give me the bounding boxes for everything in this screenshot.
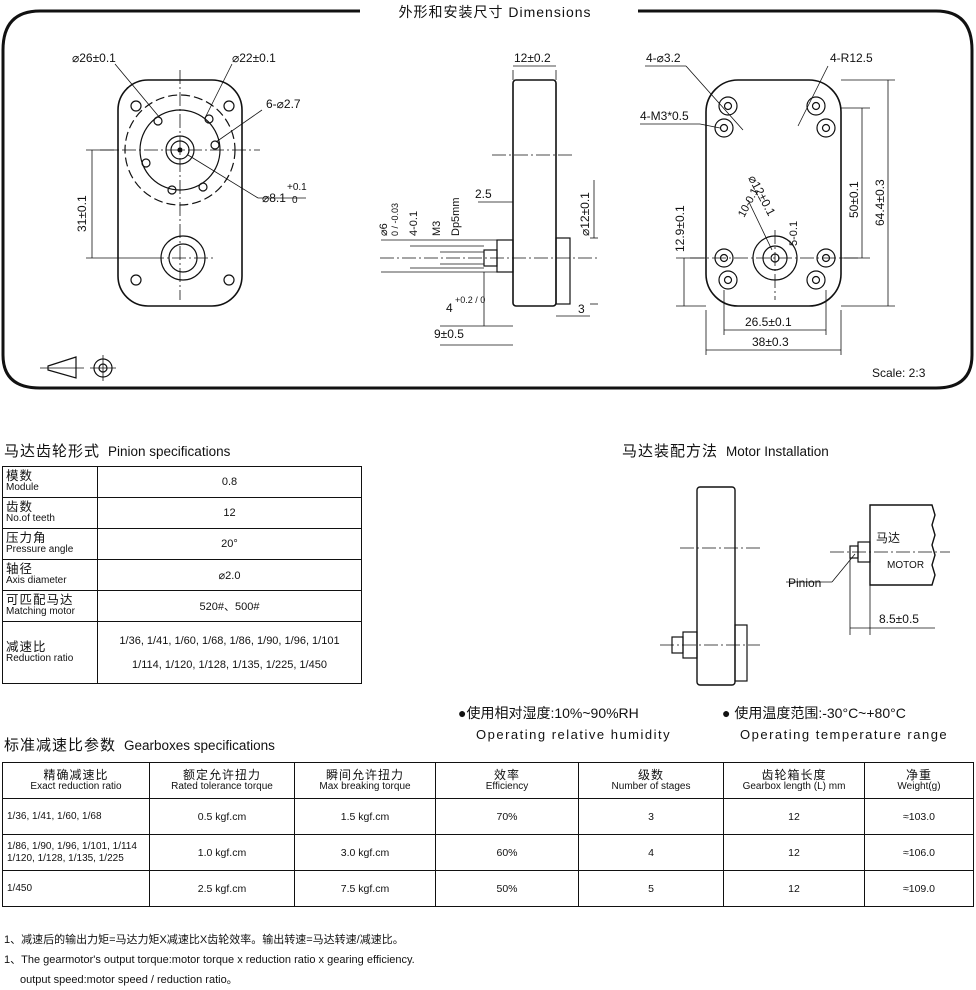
dim-l9: 9±0.5 xyxy=(434,327,464,341)
temperature-en: Operating temperature range xyxy=(740,727,949,742)
side-view xyxy=(380,65,600,346)
pinion-title: 马达齿轮形式 Pinion specifications xyxy=(4,440,230,461)
pinion-motor-value: 520#、500# xyxy=(97,590,362,622)
dim-d81-tol-low: 0 xyxy=(292,195,298,206)
dim-d22: ⌀22±0.1 xyxy=(232,51,276,65)
installation-title-en: Motor Installation xyxy=(726,444,829,459)
front-view-labels: ⌀26±0.1 ⌀22±0.1 6-⌀2.7 ⌀8.1 +0.1 0 31±0.… xyxy=(72,51,307,232)
pinion-label: Pinion xyxy=(788,576,821,590)
pinion-module-value: 0.8 xyxy=(97,466,362,498)
dim-25: 2.5 xyxy=(475,187,492,201)
gearbox-title-zh: 标准减速比参数 xyxy=(4,737,117,754)
installation-title-zh: 马达装配方法 xyxy=(622,443,719,460)
dim-h50: 50±0.1 xyxy=(847,181,861,218)
dim-d10: 10-0.1 xyxy=(736,186,761,219)
back-view-labels: 4-⌀3.2 4-M3*0.5 4-R12.5 ⌀12±0.1 10-0.1 5… xyxy=(640,51,926,380)
pinion-title-en: Pinion specifications xyxy=(108,444,231,459)
dim-shaft-d6-tol: 0 / -0.03 xyxy=(390,203,400,236)
frame-border xyxy=(1,9,974,390)
dim-d12-side: ⌀12±0.1 xyxy=(578,192,592,236)
install-dim: 8.5±0.5 xyxy=(879,612,919,626)
dim-dp5: Dp5mm xyxy=(450,197,462,236)
dim-holes4: 4-⌀3.2 xyxy=(646,51,681,65)
pinion-teeth-value: 12 xyxy=(97,497,362,529)
dim-l3: 3 xyxy=(578,302,585,316)
note-zh: 1、减速后的输出力矩=马达力矩X减速比X齿轮效率。输出转速=马达转速/减速比。 xyxy=(4,934,404,946)
back-view xyxy=(640,65,895,355)
humidity-zh: ●使用相对湿度:10%~90%RH xyxy=(458,705,639,721)
pinion-pressure-value: 20° xyxy=(97,528,362,560)
gearbox-title: 标准减速比参数 Gearboxes specifications xyxy=(4,734,275,755)
side-view-labels: 12±0.2 2.5 ⌀12±0.1 ⌀6 0 / -0.03 4-0.1 M3… xyxy=(378,51,592,341)
dim-h31: 31±0.1 xyxy=(75,195,89,232)
temperature-condition: ● 使用温度范围:-30°C~+80°C Operating temperatu… xyxy=(722,702,948,746)
dim-h129: 12.9±0.1 xyxy=(673,205,687,252)
table-row: 1/86, 1/90, 1/96, 1/101, 1/114 1/120, 1/… xyxy=(2,834,974,871)
note-en-2: output speed:motor speed / reduction rat… xyxy=(20,974,238,986)
dim-d5: 5-0.1 xyxy=(788,221,800,246)
scale-label: Scale: 2:3 xyxy=(872,366,926,380)
table-row: 1/450 2.5 kgf.cm 7.5 kgf.cm 50% 5 12 ≈10… xyxy=(2,870,974,907)
motor-label-en: MOTOR xyxy=(887,560,924,571)
motor-label-zh: 马达 xyxy=(876,531,900,545)
dim-len4: 4-0.1 xyxy=(408,211,420,236)
dim-l4-tol: +0.2 / 0 xyxy=(455,295,485,305)
pinion-title-zh: 马达齿轮形式 xyxy=(4,443,101,460)
dim-d26: ⌀26±0.1 xyxy=(72,51,116,65)
table-row: 1/36, 1/41, 1/60, 1/68 0.5 kgf.cm 1.5 kg… xyxy=(2,798,974,835)
installation-drawing: 马达 MOTOR Pinion 8.5±0.5 xyxy=(660,486,950,686)
dim-d81: ⌀8.1 xyxy=(262,191,286,205)
dim-holes6: 6-⌀2.7 xyxy=(266,97,301,111)
installation-title: 马达装配方法 Motor Installation xyxy=(622,440,829,461)
gearbox-title-en: Gearboxes specifications xyxy=(124,738,275,753)
notes: 1、减速后的输出力矩=马达力矩X减速比X齿轮效率。输出转速=马达转速/减速比。 … xyxy=(4,930,415,990)
note-en-1: 1、The gearmotor's output torque:motor to… xyxy=(4,954,415,966)
dim-h644: 64.4±0.3 xyxy=(873,179,887,226)
humidity-en: Operating relative humidity xyxy=(476,727,672,742)
dim-w265: 26.5±0.1 xyxy=(745,315,792,329)
dim-l4: 4 xyxy=(446,301,453,315)
projection-symbol xyxy=(40,355,116,381)
pinion-reduction-value: 1/36, 1/41, 1/60, 1/68, 1/86, 1/90, 1/96… xyxy=(97,621,362,684)
dimensions-title: 外形和安装尺寸 Dimensions xyxy=(360,2,630,22)
dim-d81-tol-up: +0.1 xyxy=(287,182,307,193)
humidity-condition: ●使用相对湿度:10%~90%RH Operating relative hum… xyxy=(458,702,671,746)
pinion-axis-value: ⌀2.0 xyxy=(97,559,362,591)
dimensions-drawing: ⌀26±0.1 ⌀22±0.1 6-⌀2.7 ⌀8.1 +0.1 0 31±0.… xyxy=(1,9,974,390)
dim-m3-back: 4-M3*0.5 xyxy=(640,109,689,123)
front-view xyxy=(86,63,306,307)
dim-w38: 38±0.3 xyxy=(752,335,789,349)
dim-shaft-d6: ⌀6 xyxy=(378,223,390,236)
dim-m3: M3 xyxy=(431,221,443,236)
dim-r125: 4-R12.5 xyxy=(830,51,873,65)
temperature-zh: ● 使用温度范围:-30°C~+80°C xyxy=(722,705,906,721)
dim-w12: 12±0.2 xyxy=(514,51,551,65)
